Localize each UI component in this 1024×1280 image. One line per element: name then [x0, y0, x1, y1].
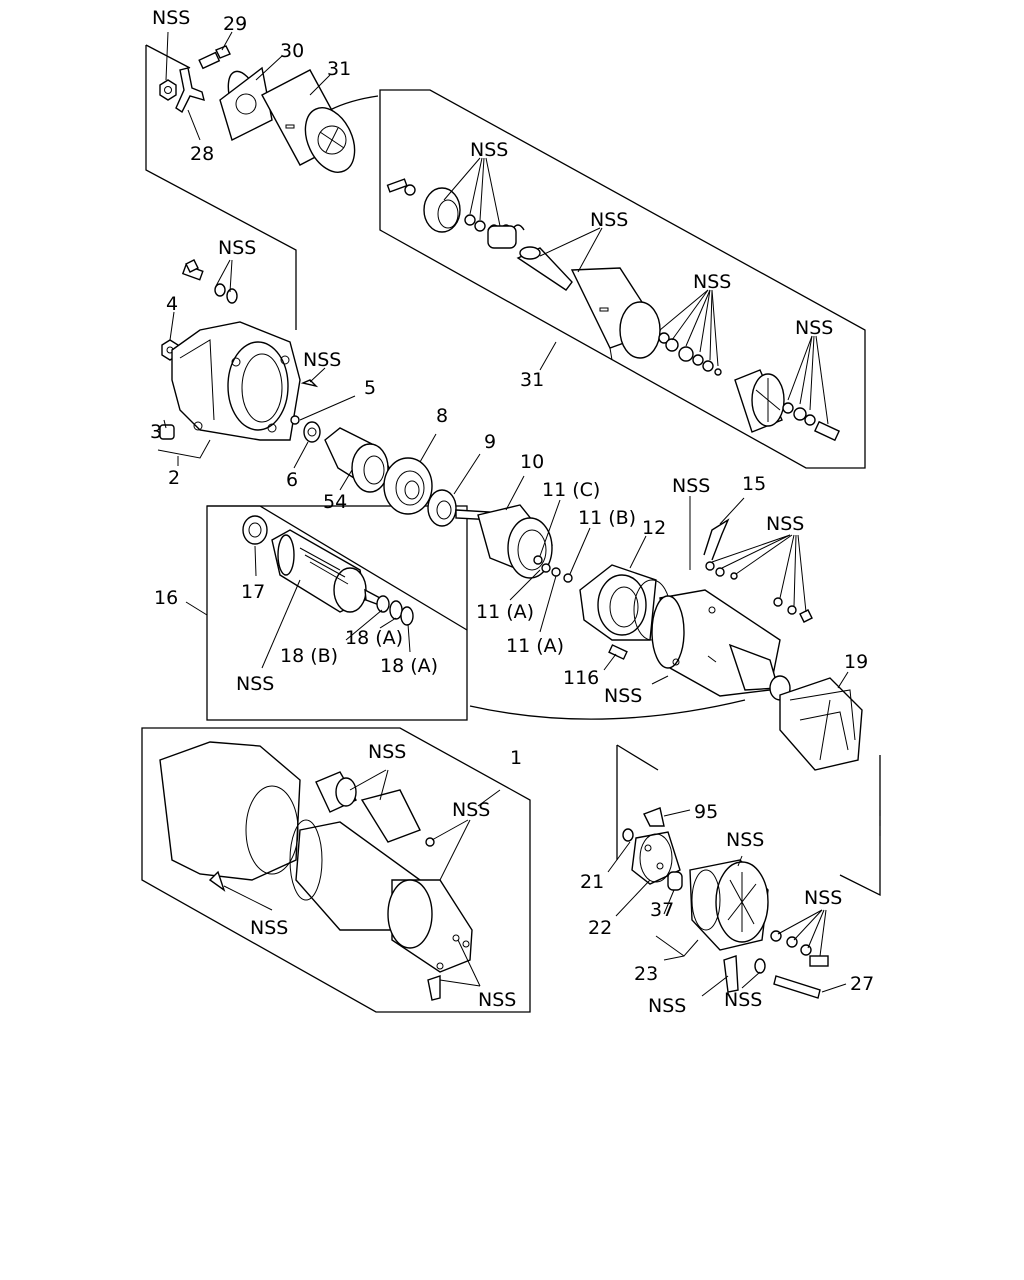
label-27: 27 — [850, 973, 874, 995]
label-nss: NSS — [218, 237, 256, 259]
label-22: 22 — [588, 917, 612, 939]
label-15: 15 — [742, 473, 766, 495]
label-19: 19 — [844, 651, 868, 673]
label-8: 8 — [436, 405, 448, 427]
washers-11 — [509, 499, 591, 633]
group-outlines — [141, 44, 881, 1013]
label-nss: NSS — [604, 685, 642, 707]
label-nss: NSS — [452, 799, 490, 821]
label-17: 17 — [241, 581, 265, 603]
label-3: 3 — [150, 421, 162, 443]
commutator-end-parts — [607, 807, 847, 999]
yoke-assembly — [579, 496, 863, 771]
label-30: 30 — [280, 40, 304, 62]
label-54: 54 — [323, 491, 347, 513]
label-12: 12 — [642, 517, 666, 539]
label-nss: NSS — [693, 271, 731, 293]
label-nss: NSS — [804, 887, 842, 909]
starter-assembly-overview — [159, 741, 501, 1001]
label-nss: NSS — [478, 989, 516, 1011]
label-nss: NSS — [470, 139, 508, 161]
label-nss: NSS — [724, 989, 762, 1011]
label-28: 28 — [190, 143, 214, 165]
label-11c: 11 (C) — [542, 479, 600, 501]
label-9: 9 — [484, 431, 496, 453]
label-21: 21 — [580, 871, 604, 893]
label-18b: 18 (B) — [280, 645, 338, 667]
label-nss: NSS — [648, 995, 686, 1017]
label-5: 5 — [364, 377, 376, 399]
label-18a: 18 (A) — [345, 627, 403, 649]
label-nss: NSS — [368, 741, 406, 763]
label-11b: 11 (B) — [578, 507, 636, 529]
group-box-31 — [379, 89, 866, 469]
label-11a: 11 (A) — [476, 601, 534, 623]
pinion-clutch-parts — [293, 421, 553, 579]
label-nss: NSS — [726, 829, 764, 851]
label-nss: NSS — [766, 513, 804, 535]
label-4: 4 — [166, 293, 178, 315]
label-16: 16 — [154, 587, 178, 609]
label-10: 10 — [520, 451, 544, 473]
label-2: 2 — [168, 467, 180, 489]
drive-housing — [157, 259, 356, 466]
label-116: 116 — [563, 667, 599, 689]
label-nss: NSS — [672, 475, 710, 497]
label-31: 31 — [327, 58, 351, 80]
label-18a: 18 (A) — [380, 655, 438, 677]
label-1: 1 — [510, 747, 522, 769]
group-box-1 — [141, 727, 531, 1013]
label-23: 23 — [634, 963, 658, 985]
label-nss: NSS — [795, 317, 833, 339]
label-29: 29 — [223, 13, 247, 35]
label-nss: NSS — [236, 673, 274, 695]
callout-labels: NSS 29 30 31 28 NSS NSS NSS NSS 31 NSS 4… — [150, 7, 874, 1017]
solenoid-exploded-parts — [386, 157, 841, 442]
solenoid-assembly — [159, 31, 356, 173]
label-37: 37 — [650, 899, 674, 921]
group-box-16 — [206, 505, 468, 721]
label-nss: NSS — [250, 917, 288, 939]
label-11a: 11 (A) — [506, 635, 564, 657]
label-31: 31 — [520, 369, 544, 391]
armature-assembly — [185, 515, 414, 669]
label-6: 6 — [286, 469, 298, 491]
label-95: 95 — [694, 801, 718, 823]
label-nss: NSS — [590, 209, 628, 231]
label-nss: NSS — [303, 349, 341, 371]
label-nss: NSS — [152, 7, 190, 29]
